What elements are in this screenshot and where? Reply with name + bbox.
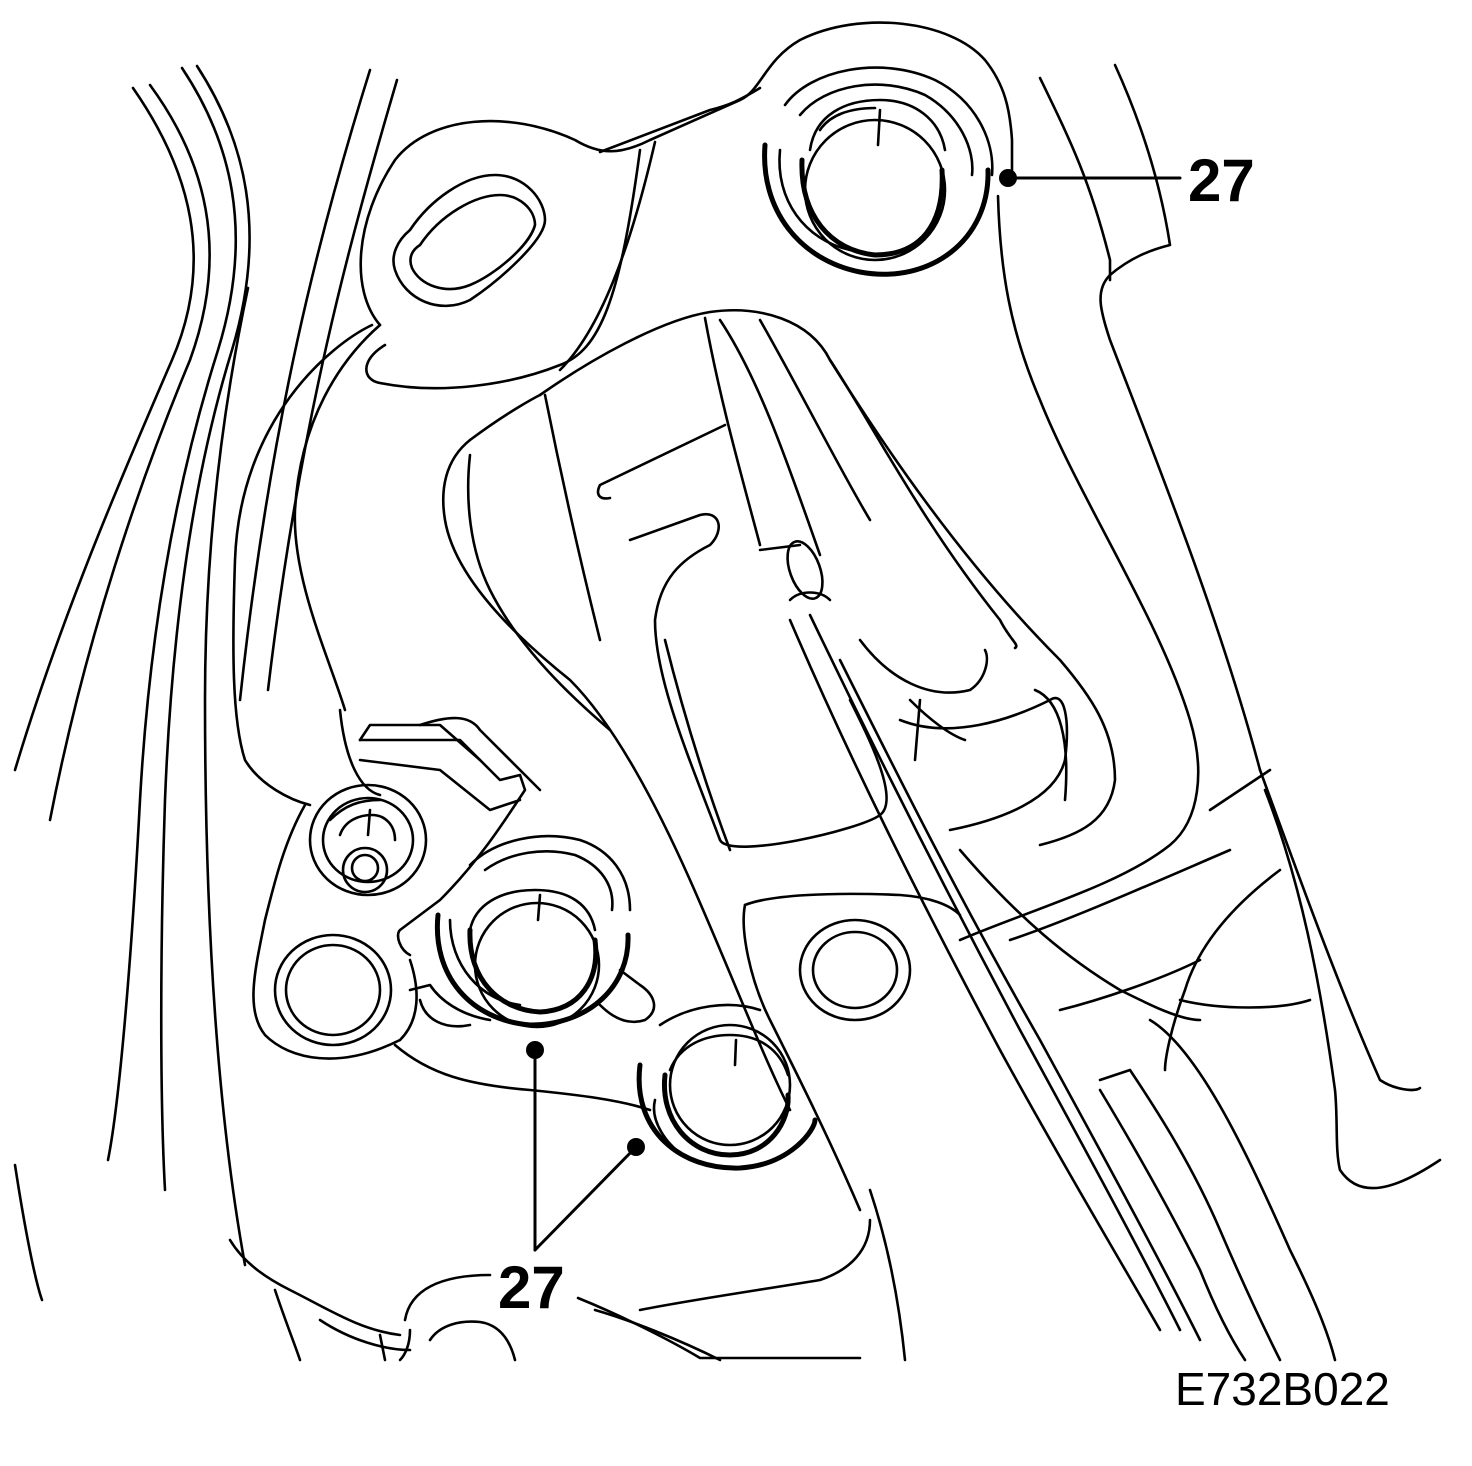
figure-code: E732B022: [1175, 1363, 1390, 1415]
lower-mount-ring: [742, 892, 962, 1362]
callout-label-27-top-right: 27: [1188, 147, 1255, 214]
callout-leaders: [526, 169, 1182, 1252]
left-body-contours: [13, 64, 399, 1302]
lower-left-bracket: [252, 708, 652, 1112]
central-arm: [441, 309, 1202, 1342]
right-body-contours: [958, 63, 1442, 1362]
bolt-top-right: [762, 66, 994, 277]
bolt-lower-right: [636, 1003, 818, 1171]
bolt-center-left: [408, 834, 656, 1029]
callout-label-27-bottom: 27: [498, 1254, 565, 1321]
main-bracket: [232, 21, 1200, 942]
bottom-contours: [228, 1218, 872, 1362]
